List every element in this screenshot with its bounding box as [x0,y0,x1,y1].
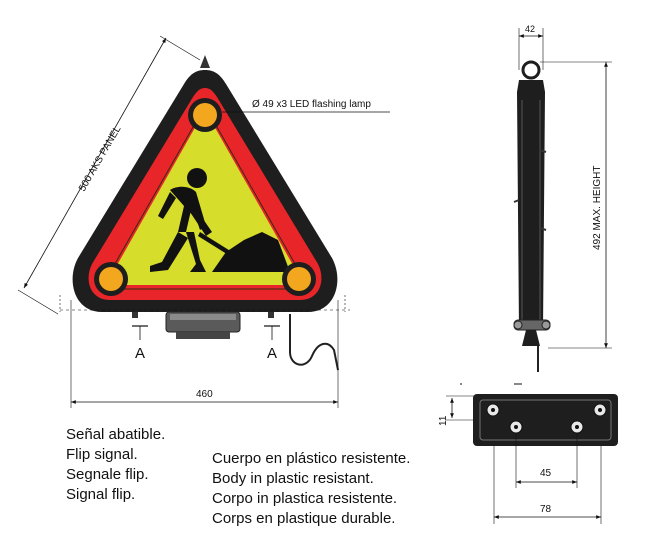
base-width-dimension: 78 [540,504,552,515]
panel-dimension: 500 AKS PANEL [77,124,124,194]
base-section-view [460,383,618,446]
product-name-es: Señal abatible. [66,426,166,443]
material-es: Cuerpo en plástico resistente. [212,450,411,467]
material-description-list: Cuerpo en plástico resistente. Body in p… [212,449,410,529]
hole-spacing-dimension: 45 [540,468,552,479]
worker-pictogram-icon [150,168,290,272]
height-dimension: 492 MAX. HEIGHT [592,166,603,250]
section-marker-right: A [264,325,280,362]
led-lamp-top [188,98,222,132]
sign-side-view [513,60,551,372]
product-name-it: Segnale flip. [66,466,149,483]
material-fr: Corps en plastique durable. [212,510,396,527]
hook-icon [200,55,210,68]
svg-text:A: A [135,345,145,362]
power-cable [289,314,339,371]
width-dimension: 460 [196,389,213,400]
product-name-fr: Signal flip. [66,486,136,503]
led-lamp-left [94,262,128,296]
material-it: Corpo in plastica resistente. [212,490,398,507]
led-lamp-right [282,262,316,296]
material-en: Body in plastic resistant. [212,470,374,487]
product-name-en: Flip signal. [66,446,138,463]
svg-text:A: A [267,345,277,362]
product-name-list: Señal abatible. Flip signal. Segnale fli… [66,425,165,505]
top-width-dimension: 42 [525,24,535,34]
base-height-dimension: 11 [438,415,449,426]
base-housing [165,311,241,339]
section-marker-left: A [132,325,148,362]
lamp-annotation: Ø 49 x3 LED flashing lamp [252,99,371,110]
